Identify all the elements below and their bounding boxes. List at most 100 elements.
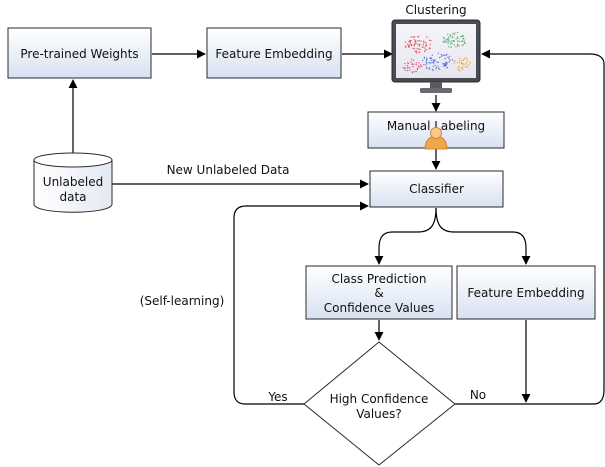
cluster-dot bbox=[442, 40, 444, 43]
cluster-dot bbox=[458, 40, 460, 43]
cluster-dot bbox=[461, 35, 463, 37]
cluster-dot bbox=[417, 43, 419, 45]
cluster-dot bbox=[406, 43, 409, 46]
cluster-dot bbox=[465, 57, 467, 59]
cluster-dot bbox=[420, 63, 422, 66]
edge-classifier-split bbox=[374, 207, 437, 265]
cluster-dot bbox=[413, 39, 416, 41]
cluster-dot bbox=[434, 59, 436, 62]
cluster-dot bbox=[408, 41, 410, 43]
cluster-dot bbox=[429, 43, 431, 46]
cluster-dot bbox=[445, 64, 447, 67]
cluster-dot bbox=[432, 69, 434, 72]
cluster-dot bbox=[421, 65, 423, 67]
edge-label-no: No bbox=[470, 388, 486, 402]
cluster-dot bbox=[463, 41, 466, 44]
decision-line1: High Confidence bbox=[330, 392, 429, 406]
cluster-dot bbox=[437, 67, 440, 70]
cluster-dot bbox=[467, 64, 470, 66]
cluster-dot bbox=[442, 54, 444, 57]
cluster-dot bbox=[429, 48, 431, 50]
cluster-dot bbox=[435, 68, 437, 70]
cluster-dot bbox=[462, 44, 464, 46]
cluster-dot bbox=[453, 63, 455, 65]
cluster-dot bbox=[425, 61, 427, 63]
cluster-dot bbox=[426, 67, 428, 69]
cluster-dot bbox=[445, 61, 447, 64]
cluster-dot bbox=[461, 68, 463, 70]
cluster-dot bbox=[406, 64, 408, 67]
feature-embedding-top-label: Feature Embedding bbox=[215, 47, 332, 61]
cluster-dot bbox=[425, 43, 428, 45]
node-feature-embedding-bottom: Feature Embedding bbox=[456, 265, 596, 320]
classifier-label: Classifier bbox=[409, 182, 464, 196]
cluster-dot bbox=[407, 67, 409, 69]
cluster-dot bbox=[423, 42, 425, 44]
cluster-dot bbox=[424, 49, 426, 52]
node-class-prediction: Class Prediction & Confidence Values bbox=[305, 265, 453, 320]
cluster-dot bbox=[464, 66, 467, 68]
cluster-dot bbox=[417, 40, 419, 42]
cluster-dot bbox=[448, 38, 450, 40]
class-prediction-line3: Confidence Values bbox=[324, 301, 435, 315]
cluster-dot bbox=[453, 61, 456, 63]
cluster-dot bbox=[432, 61, 434, 63]
cluster-dot bbox=[465, 63, 467, 65]
cluster-dot bbox=[469, 62, 471, 64]
cluster-dot bbox=[431, 62, 433, 64]
cluster-dot bbox=[418, 51, 421, 53]
class-prediction-line1: Class Prediction bbox=[332, 272, 427, 286]
cluster-dot bbox=[466, 59, 469, 61]
cluster-dot bbox=[419, 43, 421, 46]
cluster-dot bbox=[457, 31, 459, 34]
cluster-dot bbox=[455, 46, 457, 48]
cluster-dot bbox=[457, 37, 459, 40]
monitor-scatter-icon bbox=[391, 19, 481, 93]
cluster-dot bbox=[449, 55, 451, 57]
cluster-dot bbox=[403, 67, 406, 70]
cluster-dot bbox=[416, 47, 419, 50]
cluster-dot bbox=[413, 71, 416, 73]
cluster-dot bbox=[448, 61, 450, 63]
edge-label-yes: Yes bbox=[267, 390, 287, 404]
cluster-dot bbox=[412, 47, 414, 49]
cluster-dot bbox=[415, 70, 417, 73]
cluster-dot bbox=[425, 64, 427, 66]
cluster-dot bbox=[432, 65, 435, 68]
clustering-label: Clustering bbox=[405, 3, 466, 17]
cluster-dot bbox=[409, 69, 411, 71]
cluster-dot bbox=[404, 69, 407, 71]
class-prediction-line2: & bbox=[374, 286, 383, 300]
cluster-dot bbox=[460, 35, 462, 38]
cluster-dot bbox=[434, 64, 436, 66]
edge-label-new-data: New Unlabeled Data bbox=[167, 163, 290, 177]
cluster-dot bbox=[429, 62, 431, 64]
cluster-dot bbox=[447, 41, 449, 43]
cluster-dot bbox=[448, 45, 450, 48]
cluster-dot bbox=[462, 37, 464, 40]
node-clustering: Clustering bbox=[391, 3, 481, 93]
cluster-dot bbox=[440, 55, 442, 58]
cluster-dot bbox=[442, 63, 444, 65]
cluster-dot bbox=[430, 57, 433, 59]
cluster-dot bbox=[412, 36, 414, 38]
cluster-dot bbox=[436, 61, 438, 63]
cluster-dot bbox=[414, 36, 416, 38]
cluster-dot bbox=[456, 61, 459, 64]
cluster-dot bbox=[451, 59, 454, 61]
cluster-dot bbox=[446, 53, 448, 56]
cluster-dot bbox=[404, 45, 407, 47]
cluster-dot bbox=[423, 63, 425, 66]
cluster-dot bbox=[445, 40, 448, 43]
cluster-dot bbox=[423, 40, 425, 42]
cluster-dot bbox=[440, 54, 443, 56]
cluster-dot bbox=[459, 59, 461, 62]
cluster-dot bbox=[461, 60, 463, 62]
cluster-dot bbox=[407, 62, 409, 64]
cluster-dot bbox=[458, 45, 460, 47]
cluster-dot bbox=[408, 44, 410, 46]
cluster-dot bbox=[457, 68, 459, 70]
cluster-dot bbox=[429, 57, 431, 59]
cluster-dot bbox=[461, 40, 463, 42]
cluster-dot bbox=[421, 46, 423, 48]
